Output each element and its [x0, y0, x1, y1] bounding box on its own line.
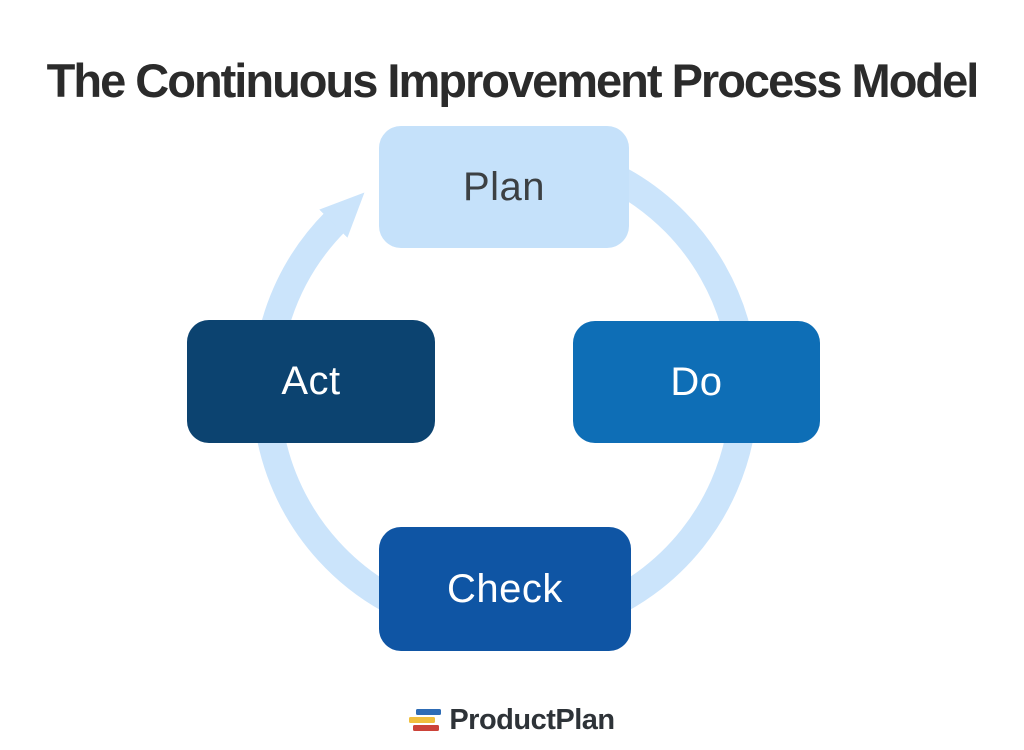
roadmap-bar-blue	[416, 709, 442, 715]
roadmap-bars-icon	[409, 709, 442, 731]
roadmap-bar-yellow	[409, 717, 436, 723]
stage-label-plan: Plan	[462, 164, 546, 209]
stage-box-plan: Plan	[379, 126, 629, 248]
stage-box-do: Do	[573, 321, 820, 443]
roadmap-bar-red	[413, 725, 440, 731]
brand-logo: ProductPlan	[0, 700, 1024, 740]
stage-label-act: Act	[281, 359, 341, 403]
stage-box-act: Act	[187, 320, 435, 443]
stage-box-check: Check	[379, 527, 631, 651]
stage-label-check: Check	[447, 566, 563, 611]
stage-label-do: Do	[670, 359, 723, 404]
page-title: The Continuous Improvement Process Model	[46, 54, 980, 108]
brand-name: ProductPlan	[449, 703, 615, 736]
